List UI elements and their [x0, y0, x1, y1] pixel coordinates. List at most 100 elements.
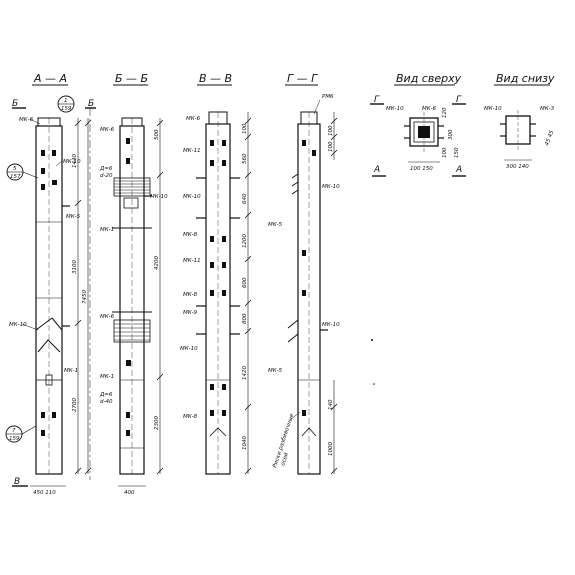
section-v-dimensions: 100 560 640 1200 600 800 1420 1040 — [242, 112, 252, 475]
section-v-mark-mk9: МК-9 — [183, 310, 198, 316]
top-view-dim-300: 300 — [448, 129, 454, 140]
section-a-mark-mk6: МК-6 — [19, 117, 34, 123]
section-v-dim-800: 800 — [242, 313, 248, 324]
section-b-dim-2300: 2300 — [154, 416, 160, 430]
section-a-dim-2700: 2700 — [72, 398, 78, 412]
top-view-dim-bottom: 100 150 — [410, 166, 433, 172]
top-view-cut-bottom-right: А — [455, 165, 462, 175]
callout-top-num: 1 — [64, 98, 68, 104]
callout-top-sheet: 159 — [61, 106, 72, 112]
section-g-mark-mk10-top: МК-10 — [322, 184, 340, 190]
top-view-mark-mk10: МК-10 — [386, 106, 404, 112]
section-v-mark-mk8-b: МК-8 — [183, 292, 198, 298]
top-view-plan — [404, 112, 444, 152]
bottom-view-dim-side: 45 45 — [544, 129, 555, 146]
top-view-cut-left: Г — [374, 95, 380, 105]
section-a-cut-mark-bottom: В — [14, 477, 20, 487]
section-v-dim-640: 640 — [242, 193, 248, 204]
column-b-body — [112, 117, 152, 475]
section-a-dim-7450: 7450 — [82, 290, 88, 304]
section-a-mark-mk10-top: МК-10 — [63, 159, 81, 165]
section-v-mark-mk6: МК-6 — [186, 116, 201, 122]
top-view-cut-right: Г — [456, 95, 462, 105]
section-v-dim-600: 600 — [242, 277, 248, 288]
section-b-holes-bottom-sub: d-40 — [100, 399, 113, 405]
top-view-dim-120: 120 — [442, 107, 448, 118]
section-a-cut-mark-top: Б — [12, 99, 18, 109]
top-view-mark-mk6: МК-6 — [422, 106, 437, 112]
section-a-dimensions: 1440 3100 7450 2700 450 110 — [30, 118, 92, 496]
section-b-mark-mk1-bottom: МК-1 — [100, 374, 114, 380]
section-a-title: A — A — [33, 72, 67, 85]
top-view-title: Вид сверху — [396, 72, 462, 85]
section-b-dim-bottom: 400 — [124, 490, 135, 496]
section-g-dim-100-a: 100 — [328, 125, 334, 136]
section-b-holes-top-sub: d-20 — [100, 173, 113, 179]
section-b-dim-500: 500 — [154, 129, 160, 140]
section-a-mark-mk10-bottom: МК-10 — [9, 322, 27, 328]
section-v-mark-mk11-bottom: МК-11 — [183, 258, 201, 264]
bottom-view-plan — [500, 110, 536, 150]
section-v-mark-mk11-top: МК-11 — [183, 148, 201, 154]
section-g-dim-140: 140 — [328, 399, 334, 410]
section-v-dim-1200: 1200 — [242, 234, 248, 248]
ink-speck — [373, 383, 375, 385]
view-section-b: Б — Б Б — [85, 72, 168, 496]
section-v-dim-560: 560 — [242, 153, 248, 164]
bottom-view-mark-mk3: МК-3 — [540, 106, 555, 112]
top-view-dim-150: 150 — [454, 147, 460, 158]
column-a-body — [35, 117, 70, 475]
section-v-mark-mk10-top: МК-10 — [183, 194, 201, 200]
view-section-v: В — В МК-6 МК-11 — [180, 72, 252, 475]
section-b-mark-mk6: МК-6 — [100, 127, 115, 133]
section-g-note-line2: осей — [280, 452, 290, 467]
section-g-mark-mk5-top: МК-5 — [268, 222, 283, 228]
section-v-mark-mk8-c: МК-8 — [183, 414, 198, 420]
section-g-dim-1000: 1000 — [328, 442, 334, 456]
bottom-view-dim-bottom: 300 140 — [506, 164, 529, 170]
callout-bottom: 7 159 — [5, 425, 37, 443]
section-a-dim-3100: 3100 — [72, 260, 78, 274]
section-v-dim-1420: 1420 — [242, 366, 248, 380]
view-bottom: Вид снизу МК-10 МК-3 45 45 300 140 — [484, 72, 555, 170]
callout-bottom-num: 7 — [12, 428, 16, 434]
view-top: Вид сверху Г Г А А МК-10 МК-6 120 300 10… — [370, 72, 466, 177]
section-g-dimensions: 100 100 140 1000 — [328, 112, 338, 475]
section-b-mark-mk6-bottom: МК-6 — [100, 314, 115, 320]
section-g-mark-mk5-bottom: МК-5 — [268, 368, 283, 374]
section-v-mark-mk8-a: МК-8 — [183, 232, 198, 238]
column-v-body — [196, 111, 240, 475]
section-a-dim-bottom: 450 110 — [33, 490, 56, 496]
section-v-mark-mk10-bottom: МК-10 — [180, 346, 198, 352]
section-a-mark-mk1: МК-1 — [64, 368, 78, 374]
section-g-note: Риски разбивочные осей — [272, 411, 301, 469]
view-section-g: Г — Г РМ6 МК-10 МК-5 МК-10 МК-5 10 — [268, 72, 340, 475]
section-b-holes-top: Д=6 — [99, 166, 113, 172]
section-v-dim-100: 100 — [242, 123, 248, 134]
top-view-dim-100: 100 — [442, 147, 448, 158]
callout-bottom-sheet: 159 — [9, 436, 20, 442]
section-a-dim-1440: 1440 — [72, 154, 78, 168]
section-g-mark-mk10-bottom: МК-10 — [322, 322, 340, 328]
view-section-a: A — A Б В 1 159 5 157 7 159 — [5, 72, 92, 496]
section-g-dim-100-b: 100 — [328, 141, 334, 152]
section-v-title: В — В — [199, 72, 232, 85]
callout-mid-sheet: 157 — [10, 174, 21, 180]
callout-mid-num: 5 — [13, 166, 17, 172]
ink-speck — [371, 339, 373, 341]
bottom-view-mark-mk10: МК-10 — [484, 106, 502, 112]
section-b-mark-mk1-top: МК-1 — [100, 227, 114, 233]
bottom-view-title: Вид снизу — [496, 72, 555, 85]
section-a-mark-mk5: МК-5 — [66, 214, 81, 220]
section-v-dim-1040: 1040 — [242, 436, 248, 450]
section-b-dim-4200: 4200 — [154, 256, 160, 270]
section-b-holes-bottom: Д=6 — [99, 392, 113, 398]
section-b-dimensions: 500 4200 2300 400 — [118, 118, 164, 496]
column-g-body — [287, 111, 328, 475]
section-b-title: Б — Б — [115, 72, 148, 85]
section-g-mark-rm6: РМ6 — [322, 94, 334, 100]
top-view-cut-bottom-left: А — [373, 165, 380, 175]
section-b-cut-mark: Б — [88, 99, 94, 109]
callout-mid: 5 157 — [6, 163, 39, 181]
